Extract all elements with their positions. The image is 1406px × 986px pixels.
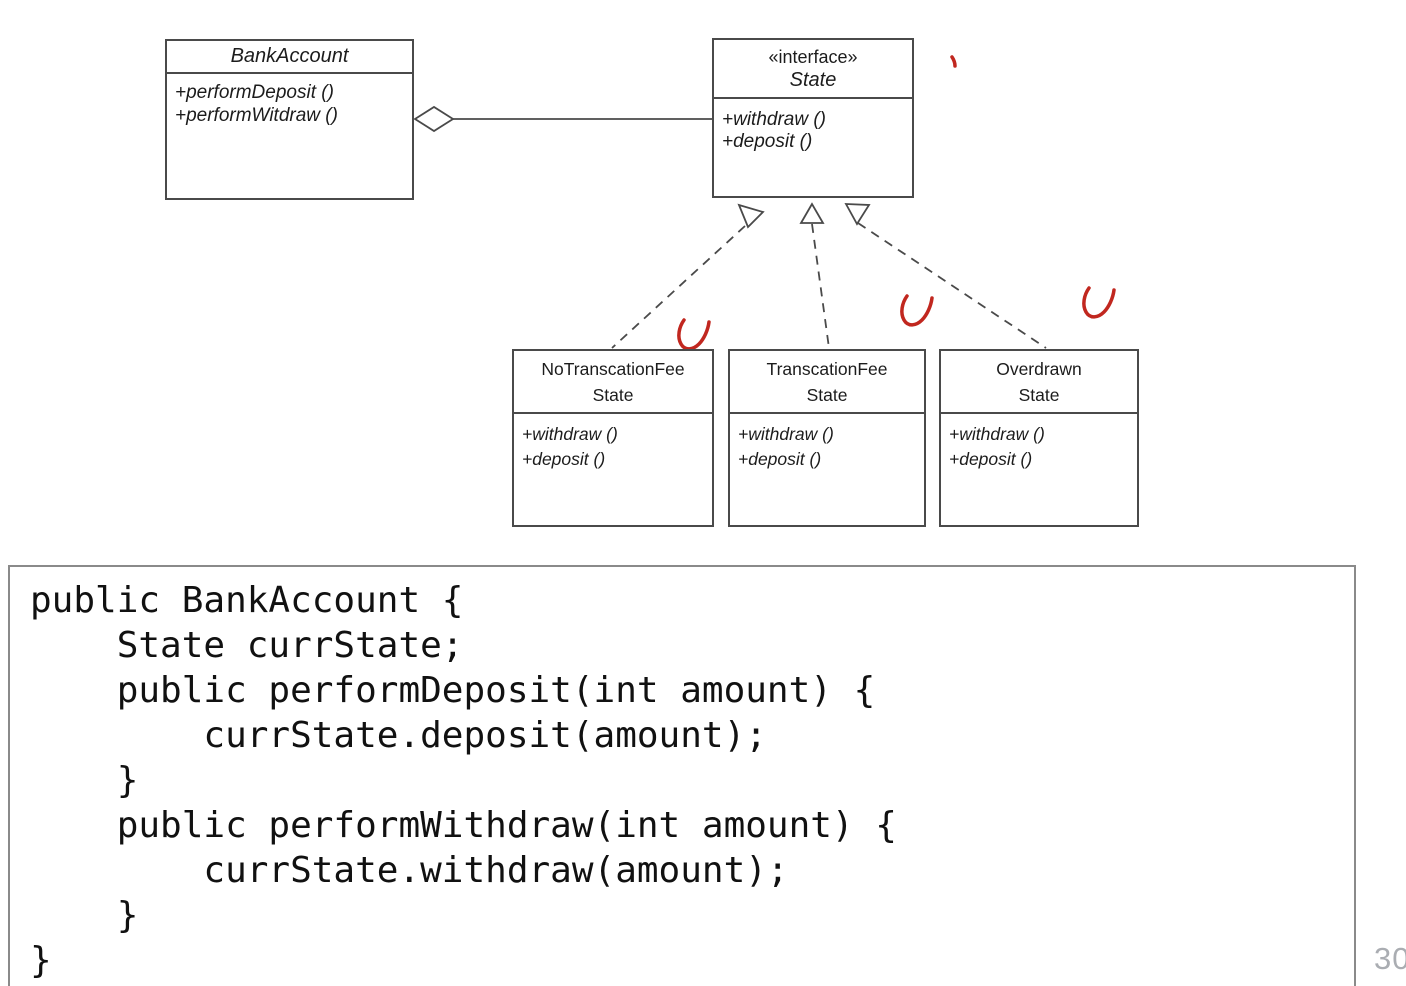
realization-arrowhead-icon	[844, 203, 871, 226]
class-box-notranscationfeestate: NoTranscationFee State +withdraw () +dep…	[512, 349, 714, 527]
code-line: public BankAccount {	[30, 580, 464, 621]
method-label: +withdraw ()	[522, 424, 618, 444]
realization-line-middle	[811, 223, 830, 349]
class-box-bankaccount: BankAccount +performDeposit () +performW…	[165, 39, 414, 200]
code-line: }	[30, 940, 52, 981]
realization-arrowhead-icon	[737, 203, 765, 229]
method-label: +withdraw ()	[949, 424, 1045, 444]
class-box-transcationfeestate: TranscationFee State +withdraw () +depos…	[728, 349, 926, 527]
class-title-line1: NoTranscationFee	[541, 358, 685, 379]
class-box-overdrawnstate: Overdrawn State +withdraw () +deposit ()	[939, 349, 1139, 527]
page-number: 30	[1374, 941, 1406, 976]
class-title-line1: TranscationFee	[766, 358, 888, 379]
red-check-annotation	[677, 318, 711, 351]
interface-box-state: «interface» State +withdraw () +deposit …	[712, 38, 914, 198]
realization-arrowhead-icon	[799, 202, 825, 224]
red-check-annotation	[900, 294, 934, 327]
class-title: BankAccount	[167, 41, 412, 74]
code-line: }	[30, 895, 139, 936]
class-title-line2: State	[592, 384, 634, 405]
code-line: }	[30, 760, 139, 801]
interface-stereotype: «interface»	[768, 46, 858, 67]
realization-line-right	[857, 222, 1047, 349]
method-label: +deposit ()	[949, 449, 1033, 469]
aggregation-diamond-icon	[413, 105, 455, 133]
method-label: +deposit ()	[522, 449, 606, 469]
red-check-annotation	[1082, 286, 1116, 319]
method-label: +performDeposit ()	[175, 82, 334, 103]
code-line: public performDeposit(int amount) {	[30, 670, 876, 711]
method-label: +deposit ()	[738, 449, 822, 469]
code-line: currState.deposit(amount);	[30, 715, 767, 756]
code-line: State currState;	[30, 625, 464, 666]
code-block: public BankAccount { State currState; pu…	[8, 565, 1356, 986]
class-title-line2: State	[1018, 384, 1060, 405]
class-title-line2: State	[806, 384, 848, 405]
code-line: currState.withdraw(amount);	[30, 850, 789, 891]
method-label: +deposit ()	[722, 131, 813, 152]
method-label: +performWitdraw ()	[175, 105, 338, 126]
code-line: public performWithdraw(int amount) {	[30, 805, 897, 846]
red-dot-annotation	[950, 55, 957, 68]
realization-line-left	[611, 225, 746, 349]
method-label: +withdraw ()	[738, 424, 834, 444]
method-label: +withdraw ()	[722, 109, 826, 130]
interface-title: State	[789, 68, 837, 91]
class-title-line1: Overdrawn	[996, 358, 1082, 379]
